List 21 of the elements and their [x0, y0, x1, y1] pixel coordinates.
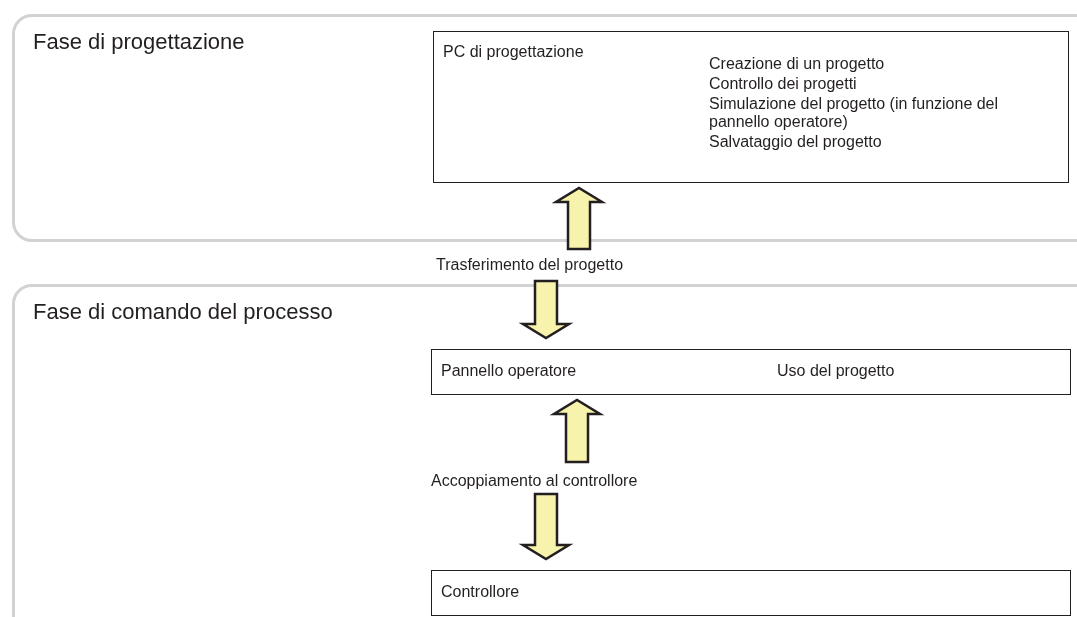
panel-title: Fase di comando del processo — [33, 299, 333, 325]
device-box — [431, 349, 1071, 395]
task-text: Controllo dei progetti — [709, 75, 858, 93]
box-title: Controllore — [441, 583, 520, 601]
panel-title: Fase di progettazione — [33, 29, 245, 55]
task-text: Salvataggio del progetto — [709, 133, 883, 151]
phase-panel — [12, 14, 1077, 242]
task-text: Simulazione del progetto (in funzione del pannello operatore) — [709, 95, 1000, 131]
box-title: Pannello operatore — [441, 362, 577, 380]
block-arrow — [551, 186, 607, 251]
task-text: Uso del progetto — [777, 362, 896, 380]
block-arrow — [518, 279, 574, 340]
block-arrow — [549, 398, 605, 464]
transfer-label: Accoppiamento al controllore — [431, 469, 651, 493]
task-text: Creazione di un progetto — [709, 55, 886, 73]
phase-panel — [12, 284, 1077, 617]
box-title: PC di progettazione — [443, 43, 584, 61]
device-box — [431, 570, 1071, 616]
device-box — [433, 31, 1069, 183]
transfer-label: Trasferimento del progetto — [436, 253, 636, 277]
block-arrow — [518, 492, 574, 561]
